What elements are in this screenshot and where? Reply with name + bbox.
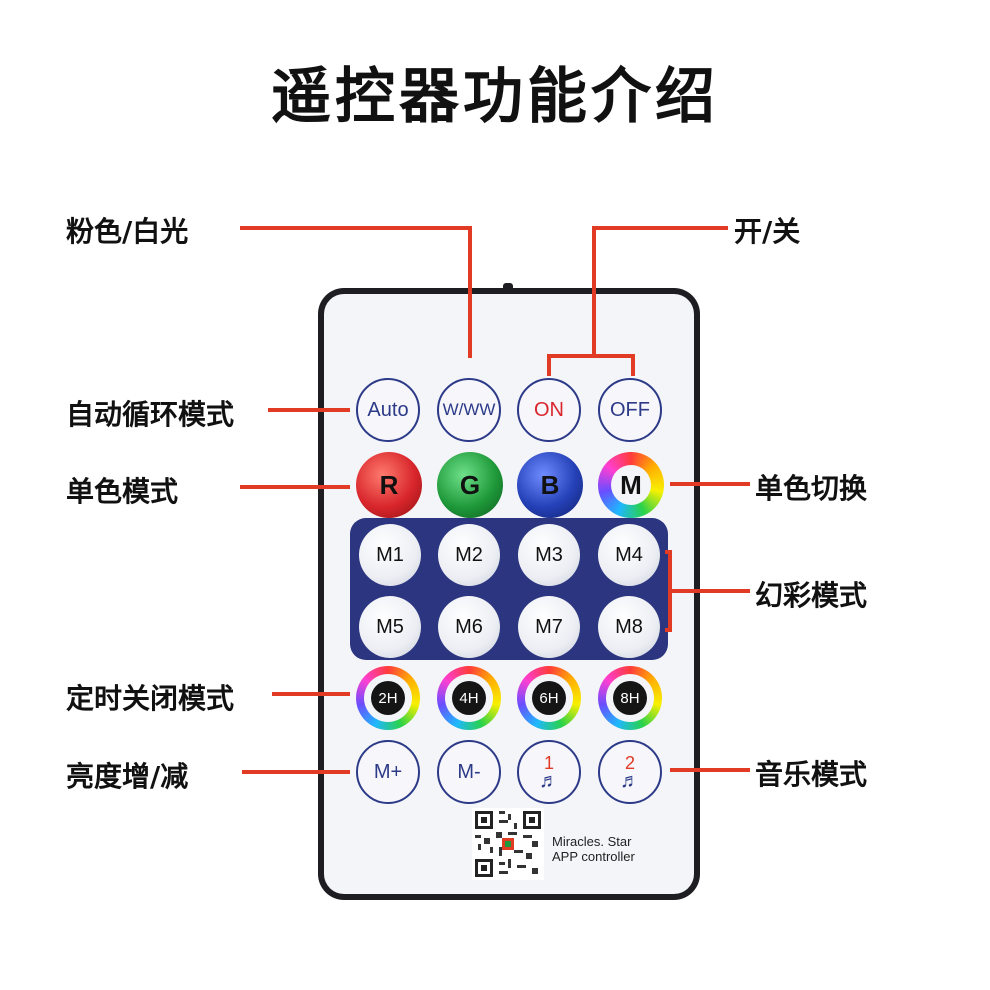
magic-m1-button[interactable]: M1 [359, 524, 421, 586]
label-single-color: 单色模式 [66, 475, 179, 508]
label-magic: 幻彩模式 [755, 579, 868, 612]
blue-button[interactable]: B [517, 452, 583, 518]
label-brightness: 亮度增/减 [66, 760, 189, 793]
callout-line-on-off-bracket [547, 354, 635, 376]
timer-4h-label: 4H [452, 681, 486, 715]
page-title: 遥控器功能介绍 [271, 62, 719, 132]
magic-m5-button[interactable]: M5 [359, 596, 421, 658]
timer-8h-label: 8H [613, 681, 647, 715]
brightness-down-button[interactable]: M- [437, 740, 501, 804]
magic-m2-button[interactable]: M2 [438, 524, 500, 586]
qr-caption-line1: Miracles. Star [552, 834, 632, 849]
magic-m7-button[interactable]: M7 [518, 596, 580, 658]
remote-antenna [503, 283, 513, 289]
white-button[interactable]: W/WW [437, 378, 501, 442]
timer-2h-label: 2H [371, 681, 405, 715]
qr-caption-line2: APP controller [552, 849, 635, 864]
callout-line-on-off [592, 226, 728, 356]
auto-button[interactable]: Auto [356, 378, 420, 442]
timer-6h-label: 6H [532, 681, 566, 715]
music-1-label: 1 [543, 753, 554, 773]
callout-line-pink-white [240, 226, 472, 358]
label-pink-white: 粉色/白光 [66, 215, 189, 248]
label-music: 音乐模式 [755, 758, 868, 791]
on-button[interactable]: ON [517, 378, 581, 442]
label-single-switch: 单色切换 [755, 472, 868, 505]
qr-code-image [472, 808, 544, 880]
music-note-icon: ♬ [539, 770, 559, 792]
timer-2h-button[interactable]: 2H [356, 666, 420, 730]
magic-m3-button[interactable]: M3 [518, 524, 580, 586]
timer-8h-button[interactable]: 8H [598, 666, 662, 730]
label-auto-cycle: 自动循环模式 [66, 398, 235, 431]
timer-4h-button[interactable]: 4H [437, 666, 501, 730]
off-button[interactable]: OFF [598, 378, 662, 442]
color-switch-label: M [611, 465, 651, 505]
timer-6h-button[interactable]: 6H [517, 666, 581, 730]
magic-m4-button[interactable]: M4 [598, 524, 660, 586]
green-button[interactable]: G [437, 452, 503, 518]
magic-m8-button[interactable]: M8 [598, 596, 660, 658]
label-timer-off: 定时关闭模式 [66, 682, 235, 715]
music-2-label: 2 [624, 753, 635, 773]
music-2-button[interactable]: 2 ♬ [598, 740, 662, 804]
callout-line-magic-bracket [665, 550, 672, 632]
music-note-icon: ♬ [620, 770, 640, 792]
qr-caption: Miracles. Star APP controller [552, 834, 635, 864]
magic-m6-button[interactable]: M6 [438, 596, 500, 658]
color-switch-button[interactable]: M [598, 452, 664, 518]
red-button[interactable]: R [356, 452, 422, 518]
label-on-off: 开/关 [734, 215, 801, 248]
music-1-button[interactable]: 1 ♬ [517, 740, 581, 804]
brightness-up-button[interactable]: M+ [356, 740, 420, 804]
